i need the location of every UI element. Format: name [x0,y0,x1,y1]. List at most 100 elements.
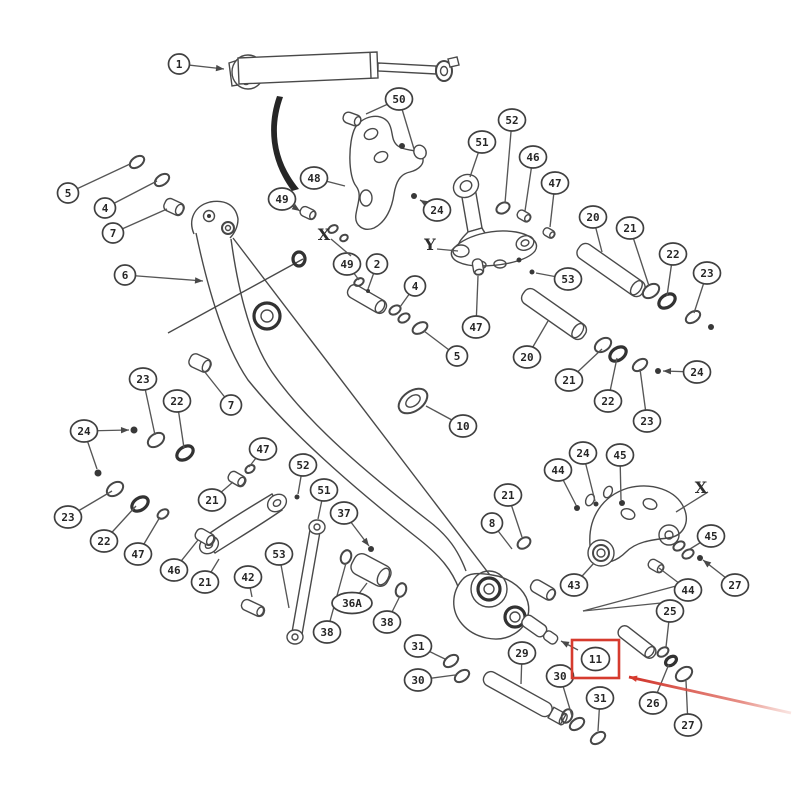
callout-23: 23 [53,505,83,529]
callout-22: 22 [593,389,623,413]
callout-50: 50 [384,87,414,111]
svg-text:5: 5 [65,187,72,200]
svg-text:25: 25 [663,605,676,618]
svg-text:22: 22 [601,395,614,408]
svg-text:24: 24 [576,447,590,460]
right-casting [574,485,703,574]
svg-text:X: X [695,478,708,497]
callout-51: 51 [309,478,339,502]
svg-text:21: 21 [562,374,576,387]
long-link [286,519,326,645]
svg-text:23: 23 [61,511,74,524]
callout-22: 22 [658,242,688,266]
callout-47: 47 [461,315,491,339]
callout-8: 8 [480,512,504,534]
svg-text:6: 6 [122,269,129,282]
svg-text:23: 23 [700,267,713,280]
svg-text:52: 52 [505,114,518,127]
svg-text:43: 43 [567,579,580,592]
callout-52: 52 [497,108,527,132]
callout-21: 21 [615,216,645,240]
position-letter-Y: Y [423,235,459,254]
callout-1: 1 [167,53,191,75]
svg-text:36A: 36A [342,597,362,610]
svg-text:22: 22 [97,535,110,548]
svg-text:49: 49 [340,258,353,271]
rings [94,154,714,746]
callout-20: 20 [578,205,608,229]
callout-44: 44 [543,458,573,482]
svg-text:31: 31 [411,640,425,653]
svg-text:11: 11 [589,653,603,666]
callout-22: 22 [162,389,192,413]
callout-4: 4 [403,275,427,297]
callout-37: 37 [329,501,359,525]
svg-text:7: 7 [228,399,235,412]
callout-47: 47 [248,437,278,461]
svg-text:24: 24 [77,425,91,438]
svg-text:21: 21 [205,494,219,507]
svg-text:53: 53 [272,548,285,561]
svg-text:21: 21 [198,576,212,589]
svg-text:5: 5 [454,350,461,363]
callout-49: 49 [267,187,297,211]
h-link-casting [450,230,538,275]
svg-text:37: 37 [337,507,350,520]
svg-text:46: 46 [167,564,181,577]
svg-text:38: 38 [380,616,393,629]
svg-text:47: 47 [131,548,144,561]
svg-text:23: 23 [640,415,653,428]
highlight-box [570,638,621,680]
svg-text:49: 49 [275,193,288,206]
boom-arm [167,200,677,640]
callout-5: 5 [445,345,469,367]
position-letters: X Y X [318,225,709,513]
callout-43: 43 [559,573,589,597]
svg-text:23: 23 [136,373,149,386]
callout-25: 25 [655,599,685,623]
position-letter-X: X [675,478,709,513]
svg-text:38: 38 [320,626,333,639]
callout-22: 22 [89,529,119,553]
callout-53: 53 [264,542,294,566]
callout-38: 38 [372,610,402,634]
hydraulic-cylinder [228,51,460,90]
svg-text:22: 22 [666,248,679,261]
highlight-annotations: 11 [560,638,792,715]
svg-text:2: 2 [374,258,381,271]
callout-46: 46 [518,145,548,169]
svg-text:10: 10 [456,420,469,433]
svg-text:47: 47 [256,443,269,456]
svg-text:47: 47 [548,177,561,190]
svg-text:20: 20 [520,351,533,364]
pins-and-bushings [163,197,657,726]
svg-text:24: 24 [430,204,444,217]
callout-44: 44 [673,578,703,602]
svg-text:20: 20 [586,211,599,224]
callout-24: 24 [682,360,712,384]
callout-30: 30 [545,664,575,688]
svg-text:44: 44 [681,584,695,597]
svg-text:26: 26 [646,697,660,710]
svg-text:Y: Y [423,235,436,254]
svg-text:50: 50 [392,93,405,106]
callout-30: 30 [403,668,433,692]
callout-21: 21 [190,570,220,594]
svg-text:21: 21 [501,489,515,502]
callout-27: 27 [720,573,750,597]
svg-text:45: 45 [704,530,717,543]
svg-text:42: 42 [241,571,254,584]
position-letter-X: X [318,225,352,257]
svg-text:22: 22 [170,395,183,408]
callout-45: 45 [696,524,726,548]
svg-text:24: 24 [690,366,704,379]
callout-24: 24 [69,419,99,443]
callout-20: 20 [512,345,542,369]
svg-text:48: 48 [307,172,320,185]
callout-51: 51 [467,130,497,154]
callout-7: 7 [101,222,125,244]
callout-26: 26 [638,691,668,715]
svg-text:51: 51 [475,136,489,149]
